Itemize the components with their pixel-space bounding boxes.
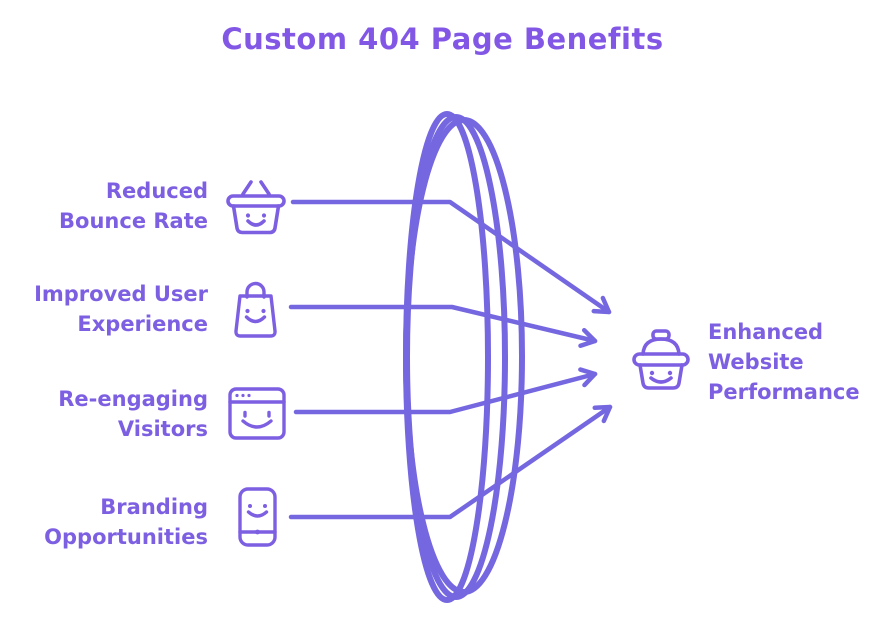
benefit-label-re-engaging-visitors: Re-engaging Visitors [0, 384, 208, 444]
smiling-lidded-basket-icon [632, 327, 690, 391]
benefit-line: Experience [77, 312, 208, 336]
page-title: Custom 404 Page Benefits [221, 22, 664, 56]
benefit-line: Improved User [34, 282, 208, 306]
lens-ellipse [403, 111, 525, 603]
smiling-shopping-bag-icon [233, 281, 278, 339]
result-label-enhanced-website-performance: Enhanced Website Performance [708, 317, 885, 407]
arrow-reduced-bounce-rate [290, 199, 612, 315]
benefit-label-reduced-bounce-rate: Reduced Bounce Rate [0, 176, 208, 236]
benefit-line: Re-engaging [58, 387, 208, 411]
result-line: Performance [708, 380, 860, 404]
benefit-line: Reduced [105, 179, 208, 203]
benefit-line: Visitors [117, 417, 208, 441]
result-line: Enhanced [708, 320, 824, 344]
smiling-browser-window-icon [228, 387, 286, 440]
benefit-line: Opportunities [44, 525, 208, 549]
arrow-re-engaging-visitors [293, 367, 598, 415]
benefit-line: Branding [100, 495, 208, 519]
benefit-label-branding-opportunities: Branding Opportunities [0, 492, 208, 552]
smiling-basket-icon [224, 180, 288, 236]
smiling-phone-icon [238, 487, 277, 547]
arrow-improved-user-experience [288, 304, 598, 349]
benefit-label-improved-user-experience: Improved User Experience [0, 279, 208, 339]
result-line: Website [708, 350, 804, 374]
arrow-branding-opportunities [288, 404, 613, 520]
benefit-line: Bounce Rate [59, 209, 208, 233]
